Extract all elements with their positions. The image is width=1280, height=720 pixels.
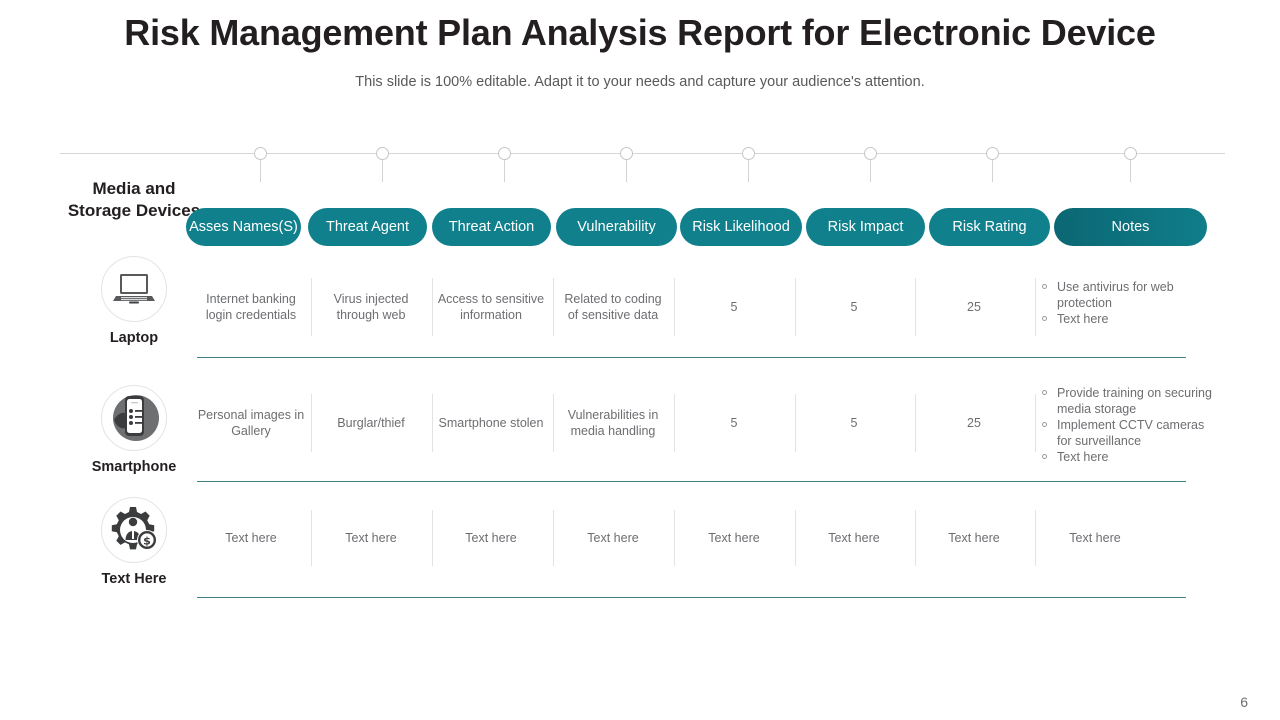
column-divider [674,278,675,336]
gear-person-dollar-icon: $ [111,507,157,550]
table-cell-threat-agent: Virus injected through web [333,292,409,322]
table-cell-vulnerability: Related to coding of sensitive data [564,292,662,322]
table-cell-risk-likelihood: 5 [730,416,738,430]
column-header-threat-action[interactable]: Threat Action [432,208,551,246]
page-title: Risk Management Plan Analysis Report for… [124,12,1156,53]
column-divider [915,510,916,566]
device-label: Smartphone [91,459,177,475]
column-divider [795,394,796,452]
device-icon-wrap [101,385,167,451]
column-header-risk-rating[interactable]: Risk Rating [929,208,1050,246]
column-header-asset[interactable]: Asses Names(S) [186,208,301,246]
note-item: Text here [1040,449,1218,465]
table-cell-threat-agent: Burglar/thief [337,416,405,430]
column-divider [915,394,916,452]
column-divider [311,278,312,336]
column-divider [1035,394,1036,452]
table-cell-notes: Provide training on securing media stora… [1040,385,1218,465]
table-cell-risk-rating: Text here [948,531,1000,545]
device-item-text-here[interactable]: $ Text Here [60,497,208,587]
row-separator [197,357,1186,359]
sidebar-heading: Media and Storage Devices [67,179,201,220]
svg-text:$: $ [143,535,151,548]
column-divider [674,394,675,452]
column-header-threat-agent[interactable]: Threat Agent [308,208,427,246]
column-divider [553,278,554,336]
timeline-node-7 [986,147,999,160]
table-cell-notes: Text here [1069,531,1121,545]
column-header-risk-impact[interactable]: Risk Impact [806,208,925,246]
table-cell-vulnerability: Vulnerabilities in media handling [567,408,659,438]
table-cell-threat-action: Text here [465,531,517,545]
table-cell-notes: Use antivirus for web protection Text he… [1040,279,1212,327]
table-cell-risk-impact: 5 [850,300,858,314]
device-icon-wrap: $ [101,497,167,563]
timeline-node-6 [864,147,877,160]
table-cell-asset: Text here [225,531,277,545]
laptop-icon [113,274,155,304]
page-subtitle: This slide is 100% editable. Adapt it to… [355,74,925,90]
column-divider [553,510,554,566]
timeline-stem-5 [748,160,749,182]
column-divider [553,394,554,452]
table-cell-risk-rating: 25 [967,300,981,314]
table-cell-risk-impact: Text here [828,531,880,545]
column-header-risk-likelihood[interactable]: Risk Likelihood [680,208,802,246]
timeline-stem-2 [382,160,383,182]
timeline-node-8 [1124,147,1137,160]
column-divider [795,510,796,566]
table-cell-threat-agent: Text here [345,531,397,545]
smartphone-in-hand-icon [113,395,159,441]
table-cell-risk-likelihood: Text here [708,531,760,545]
device-icon-wrap [101,256,167,322]
timeline-node-1 [254,147,267,160]
page-number: 6 [1240,694,1248,710]
column-divider [674,510,675,566]
note-item: Implement CCTV cameras for surveillance [1040,417,1218,449]
row-separator [197,597,1186,599]
column-divider [432,278,433,336]
table-cell-asset: Personal images in Gallery [197,408,305,438]
device-item-smartphone[interactable]: Smartphone [60,385,208,475]
table-cell-asset: Internet banking login credentials [205,292,297,322]
timeline-node-5 [742,147,755,160]
notes-list: Provide training on securing media stora… [1040,385,1218,465]
timeline-stem-6 [870,160,871,182]
notes-list: Use antivirus for web protection Text he… [1040,279,1212,327]
note-item: Provide training on securing media stora… [1040,385,1218,417]
table-cell-threat-action: Access to sensitive information [437,292,545,322]
timeline-rail [60,153,1225,154]
timeline-stem-4 [626,160,627,182]
timeline-stem-8 [1130,160,1131,182]
column-divider [1035,510,1036,566]
timeline-node-2 [376,147,389,160]
column-header-notes[interactable]: Notes [1054,208,1207,246]
column-divider [915,278,916,336]
table-cell-threat-action: Smartphone stolen [438,416,544,430]
timeline-node-4 [620,147,633,160]
column-divider [432,394,433,452]
device-item-laptop[interactable]: Laptop [60,256,208,346]
device-label: Text Here [101,571,167,587]
table-cell-risk-rating: 25 [967,416,981,430]
timeline-stem-7 [992,160,993,182]
column-divider [311,394,312,452]
timeline-node-3 [498,147,511,160]
device-label: Laptop [109,330,159,346]
table-cell-risk-impact: 5 [850,416,858,430]
table-cell-vulnerability: Text here [587,531,639,545]
column-divider [311,510,312,566]
note-item: Text here [1040,311,1212,327]
row-separator [197,481,1186,483]
timeline-stem-1 [260,160,261,182]
timeline-stem-3 [504,160,505,182]
column-divider [795,278,796,336]
column-divider [1035,278,1036,336]
note-item: Use antivirus for web protection [1040,279,1212,311]
table-cell-risk-likelihood: 5 [730,300,738,314]
column-divider [432,510,433,566]
column-header-vulnerability[interactable]: Vulnerability [556,208,677,246]
